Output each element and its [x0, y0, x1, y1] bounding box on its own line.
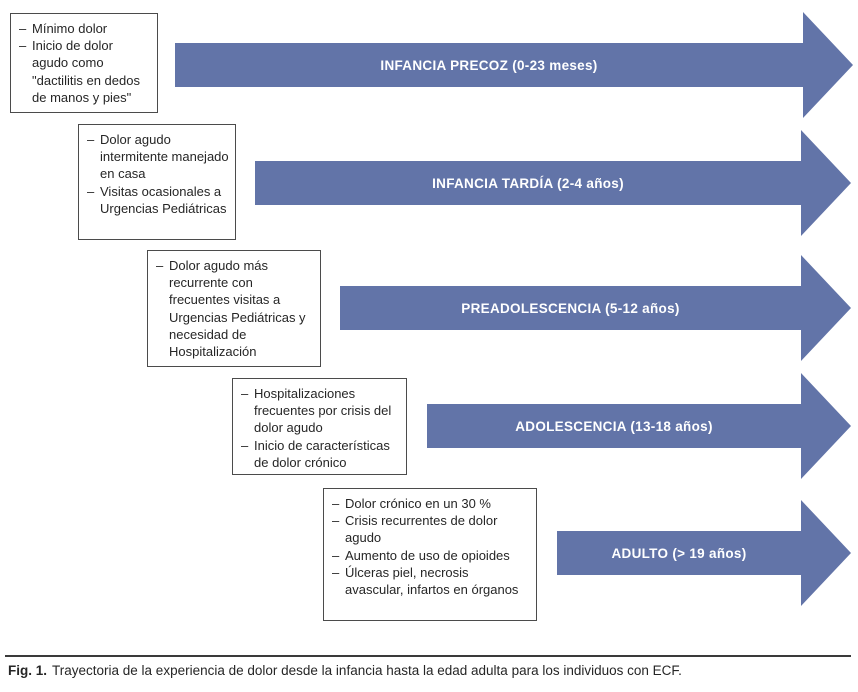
bullet-item: – Dolor agudo más recurrente con frecuen… [156, 257, 314, 360]
caption-divider [5, 655, 851, 657]
stage-5-arrow: ADULTO (> 19 años) [557, 500, 851, 606]
bullet-text: Úlceras piel, necrosis avascular, infart… [345, 564, 519, 598]
figure-caption-label: Fig. 1. [8, 663, 48, 678]
bullet-item: – Inicio de dolor agudo como "dactilitis… [19, 37, 151, 106]
bullet-dash: – [332, 547, 340, 563]
figure-caption-text: Trayectoria de la experiencia de dolor d… [52, 663, 682, 678]
stage-2-arrow-label: INFANCIA TARDÍA (2-4 años) [432, 175, 624, 191]
bullet-item: – Dolor crónico en un 30 % [332, 495, 530, 512]
stage-5-arrow-label: ADULTO (> 19 años) [611, 545, 747, 561]
bullet-item: – Dolor agudo intermitente manejado en c… [87, 131, 229, 183]
bullet-dash: – [19, 38, 27, 54]
bullet-text: Aumento de uso de opioides [345, 547, 510, 563]
bullet-text: Dolor agudo intermitente manejado en cas… [100, 132, 229, 182]
bullet-text: Crisis recurrentes de dolor agudo [345, 513, 498, 546]
bullet-text: Inicio de características de dolor cróni… [254, 437, 390, 470]
bullet-text: Inicio de dolor agudo como "dactilitis e… [32, 38, 140, 105]
bullet-item: – Crisis recurrentes de dolor agudo [332, 512, 530, 546]
bullet-dash: – [156, 258, 164, 273]
bullet-dash: – [87, 132, 95, 147]
stage-5-symptoms-box: – Dolor crónico en un 30 % – Crisis recu… [323, 488, 537, 621]
stage-3-symptoms-box: – Dolor agudo más recurrente con frecuen… [147, 250, 321, 367]
bullet-dash: – [241, 386, 249, 401]
stage-1-arrow: INFANCIA PRECOZ (0-23 meses) [175, 12, 853, 118]
stage-2-arrow: INFANCIA TARDÍA (2-4 años) [255, 130, 851, 236]
stage-1-arrow-label: INFANCIA PRECOZ (0-23 meses) [380, 57, 598, 73]
bullet-dash: – [332, 564, 340, 580]
bullet-text: Hospitalizaciones frecuentes por crisis … [254, 386, 392, 436]
bullet-item: – Inicio de características de dolor cró… [241, 437, 400, 471]
bullet-text: Dolor agudo más recurrente con frecuente… [169, 258, 306, 360]
bullet-item: – Hospitalizaciones frecuentes por crisi… [241, 385, 400, 437]
stage-3-arrow: PREADOLESCENCIA (5-12 años) [340, 255, 851, 361]
stage-1-symptoms-box: – Mínimo dolor – Inicio de dolor agudo c… [10, 13, 158, 113]
stage-2-symptoms-box: – Dolor agudo intermitente manejado en c… [78, 124, 236, 240]
stage-4-symptoms-box: – Hospitalizaciones frecuentes por crisi… [232, 378, 407, 475]
bullet-text: Dolor crónico en un 30 % [345, 496, 491, 511]
bullet-text: Mínimo dolor [32, 21, 108, 36]
bullet-item: – Úlceras piel, necrosis avascular, infa… [332, 564, 530, 598]
bullet-item: – Mínimo dolor [19, 20, 151, 37]
bullet-item: – Visitas ocasionales a Urgencias Pediát… [87, 183, 229, 217]
bullet-dash: – [332, 496, 340, 511]
bullet-dash: – [87, 183, 95, 199]
bullet-dash: – [19, 21, 27, 36]
stage-4-arrow-label: ADOLESCENCIA (13-18 años) [515, 418, 713, 434]
bullet-dash: – [332, 513, 340, 529]
bullet-text: Visitas ocasionales a Urgencias Pediátri… [100, 183, 227, 216]
bullet-item: – Aumento de uso de opioides [332, 547, 530, 564]
stage-3-arrow-label: PREADOLESCENCIA (5-12 años) [461, 300, 680, 316]
figure-caption: Fig. 1. Trayectoria de la experiencia de … [8, 662, 848, 680]
stage-4-arrow: ADOLESCENCIA (13-18 años) [427, 373, 851, 479]
bullet-dash: – [241, 437, 249, 453]
